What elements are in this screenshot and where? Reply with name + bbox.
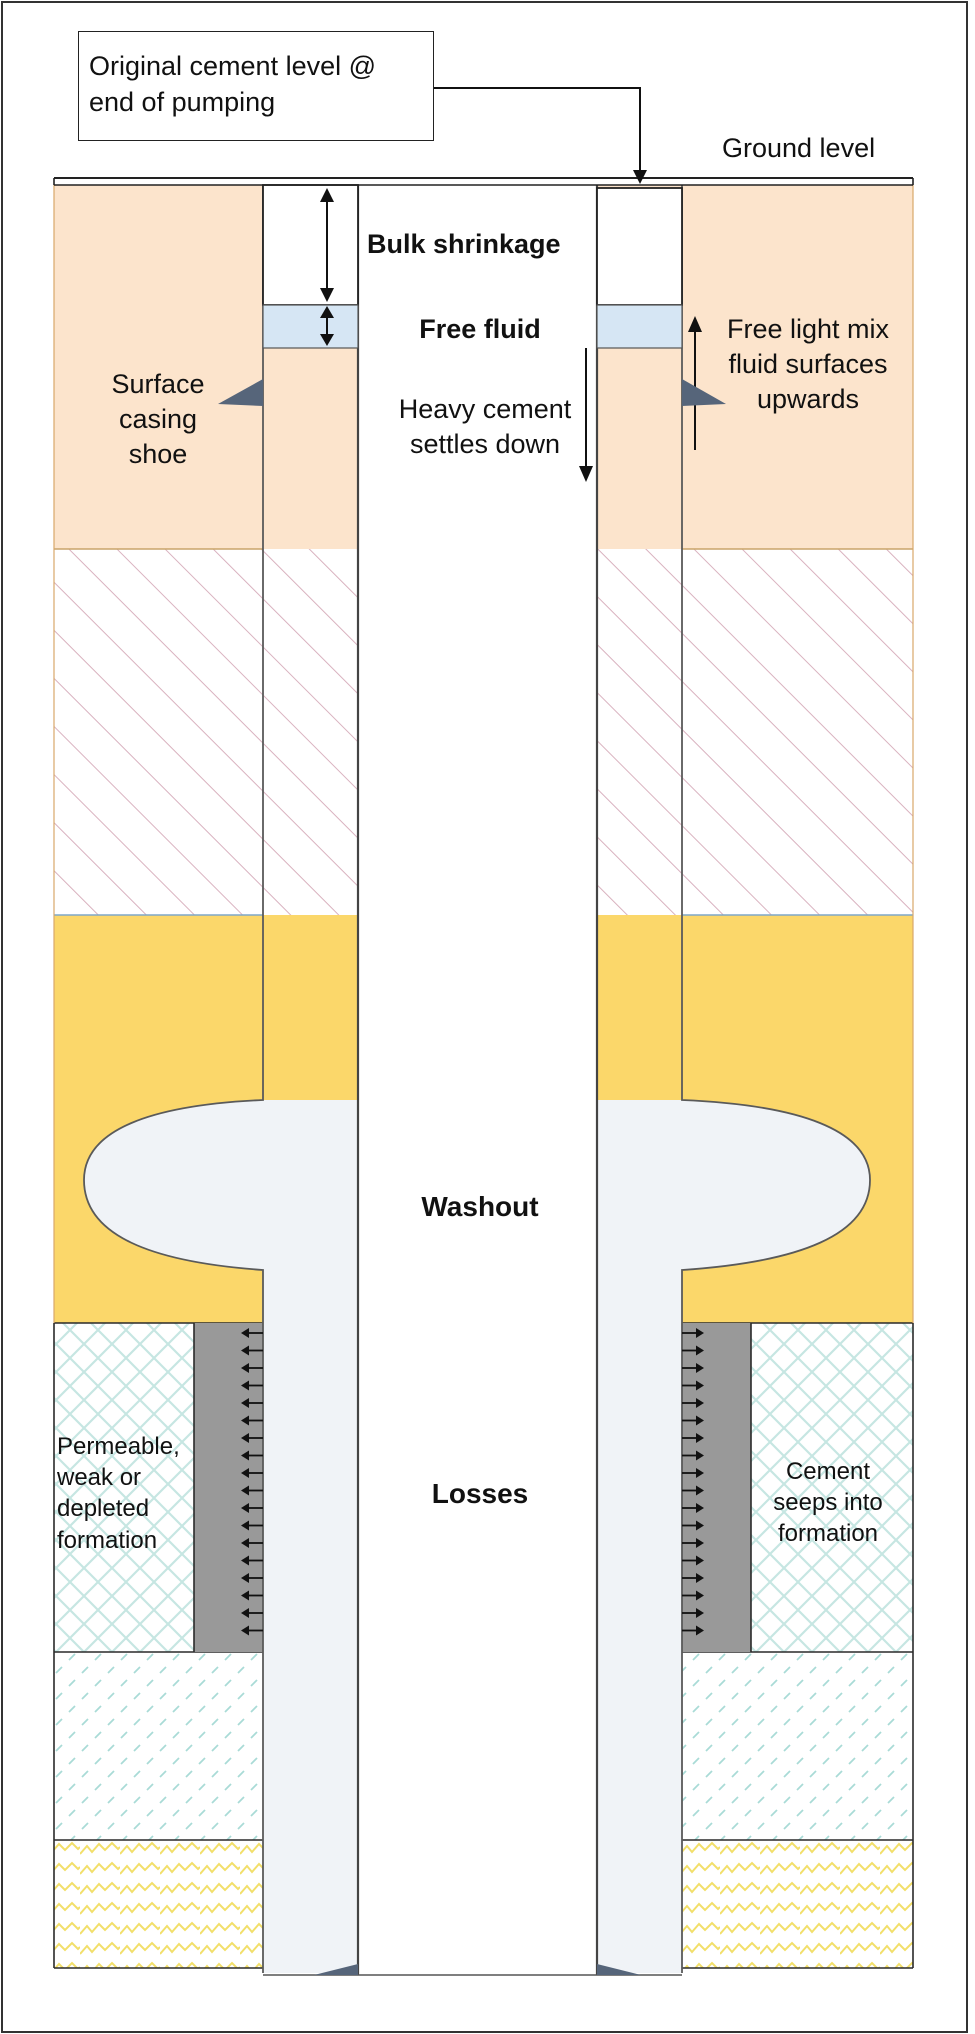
loss-arrow-head: [241, 1503, 249, 1513]
callout-leader-arrow: [434, 87, 647, 184]
washout-label: Washout: [421, 1191, 539, 1222]
loss-arrow-head: [696, 1415, 704, 1426]
loss-arrow-head: [696, 1555, 704, 1566]
loss-arrow-head: [696, 1398, 704, 1408]
free-fluid-label: Free fluid: [419, 314, 541, 344]
loss-arrow-head: [241, 1485, 249, 1496]
losses-zone-right: [682, 1323, 751, 1652]
loss-arrow-head: [241, 1328, 249, 1338]
loss-arrow-head: [696, 1520, 704, 1531]
surface-casing-shoe-label: Surface casing shoe: [111, 369, 205, 470]
loss-arrow-head: [696, 1433, 704, 1443]
loss-arrow-head: [241, 1538, 249, 1548]
free-fluid-arrow: [320, 306, 334, 346]
loss-arrow-head: [241, 1380, 249, 1391]
loss-arrow-head: [696, 1590, 704, 1601]
loss-arrow-head: [696, 1503, 704, 1513]
loss-arrow-head: [696, 1345, 704, 1356]
shrinkage-boxes: [262, 184, 683, 349]
loss-arrow-head: [696, 1608, 704, 1618]
loss-arrow-head: [241, 1555, 249, 1566]
loss-arrow-head: [241, 1625, 249, 1636]
loss-arrow-head: [696, 1485, 704, 1496]
loss-arrow-head: [696, 1573, 704, 1583]
settle-down-arrow: [579, 348, 593, 482]
losses-arrows-right: [682, 1328, 704, 1636]
loss-arrow-head: [241, 1468, 249, 1478]
casing-shoe-icons: [218, 379, 726, 1975]
loss-arrow-head: [241, 1590, 249, 1601]
loss-arrow-head: [696, 1363, 704, 1373]
loss-arrow-head: [241, 1415, 249, 1426]
loss-arrow-head: [696, 1538, 704, 1548]
ground-level-label: Ground level: [722, 133, 876, 163]
bulk-shrinkage-arrow: [320, 188, 334, 302]
annulus-outline: [83, 185, 871, 1973]
loss-arrow-head: [241, 1608, 249, 1618]
losses-zone-left: [194, 1323, 263, 1652]
loss-arrow-head: [696, 1380, 704, 1391]
loss-arrow-head: [241, 1573, 249, 1583]
original-cement-level-callout: Original cement level @ end of pumping: [78, 31, 434, 141]
heavy-cement-label: Heavy cement settles down: [398, 394, 572, 460]
loss-arrow-head: [241, 1450, 249, 1461]
casing-bore: [358, 185, 597, 1975]
free-fluid-band-right: [596, 304, 683, 349]
bulk-shrinkage-label: Bulk shrinkage: [367, 229, 561, 259]
free-light-mix-label: Free light mix fluid surfaces upwards: [726, 314, 890, 415]
loss-arrow-head: [696, 1450, 704, 1461]
losses-arrows-left: [241, 1328, 263, 1636]
loss-arrow-head: [696, 1328, 704, 1338]
loss-arrow-head: [696, 1625, 704, 1636]
loss-arrow-head: [241, 1433, 249, 1443]
loss-arrow-head: [241, 1398, 249, 1408]
loss-arrow-head: [696, 1468, 704, 1478]
cement-seeps-label: Cement seeps into formation: [773, 1458, 883, 1548]
losses-label: Losses: [431, 1478, 529, 1509]
loss-arrow-head: [241, 1363, 249, 1373]
free-fluid-band-left: [262, 304, 359, 349]
loss-arrow-head: [241, 1345, 249, 1356]
loss-arrow-head: [241, 1520, 249, 1531]
permeable-formation-label: Permeable, weak or depleted formation: [57, 1433, 180, 1554]
casing: [263, 185, 682, 1976]
